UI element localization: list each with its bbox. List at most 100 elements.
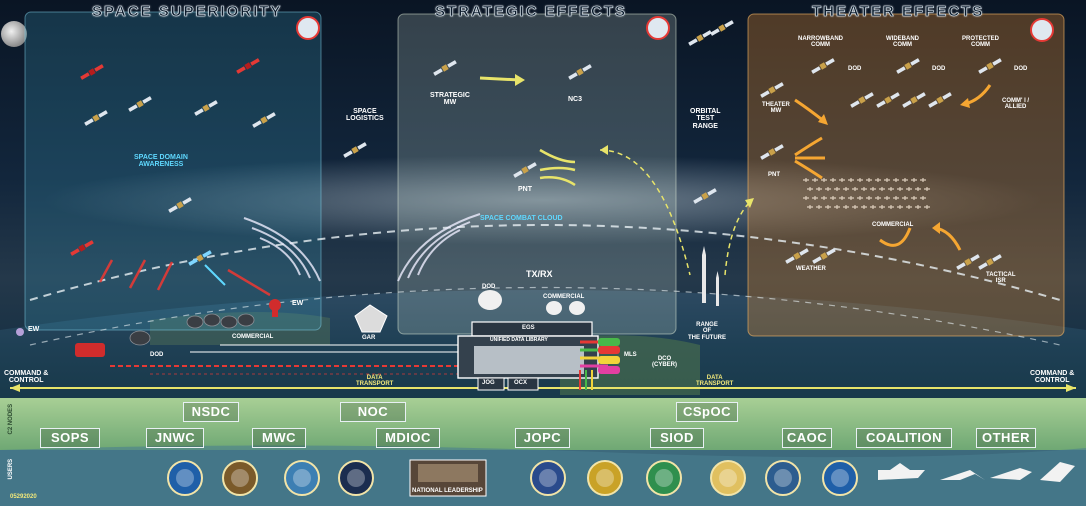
c2-node-other: OTHER bbox=[976, 428, 1036, 448]
commercial-satellite-icon bbox=[812, 196, 818, 200]
commercial-satellite-icon bbox=[830, 196, 836, 200]
commercial-satellite-icon bbox=[803, 178, 809, 182]
panel-title-strategic-effects: STRATEGIC EFFECTS bbox=[435, 3, 628, 21]
satellite-icon bbox=[568, 64, 592, 80]
commercial-satellite-icon bbox=[830, 178, 836, 182]
moon-icon bbox=[1, 21, 27, 47]
label-egs: EGS bbox=[522, 325, 535, 331]
commercial-satellite-icon bbox=[852, 205, 858, 209]
commercial-satellite-icon bbox=[920, 178, 926, 182]
satellite-icon bbox=[956, 254, 980, 270]
red-satellite-icon bbox=[70, 240, 94, 256]
tank-icon bbox=[1040, 462, 1075, 482]
label-dod-3: DOD bbox=[1014, 66, 1028, 72]
commercial-satellite-icon bbox=[884, 196, 890, 200]
commercial-satellite-icon bbox=[893, 196, 899, 200]
commercial-satellite-icon bbox=[888, 205, 894, 209]
satellite-icon bbox=[811, 58, 835, 74]
globe-emblem-icon bbox=[646, 16, 670, 40]
commercial-satellite-icon bbox=[825, 205, 831, 209]
c2-node-siod: SIOD bbox=[650, 428, 704, 448]
commercial-satellite-icon bbox=[924, 187, 930, 191]
satellite-icon bbox=[978, 254, 1002, 270]
theater-effects-panel bbox=[747, 13, 1065, 337]
satellite-icon bbox=[188, 250, 212, 266]
globe-emblem-icon bbox=[1030, 18, 1054, 42]
commercial-satellite-icon bbox=[879, 205, 885, 209]
commercial-satellite-icon bbox=[906, 187, 912, 191]
label-txrx: TX/RX bbox=[526, 269, 553, 279]
seal-center bbox=[719, 469, 737, 487]
commercial-satellite-icon bbox=[825, 187, 831, 191]
gar-dome-icon bbox=[354, 304, 388, 333]
seal-center bbox=[231, 469, 249, 487]
label-ew-right: EW bbox=[292, 300, 304, 307]
commercial-satellite-icon bbox=[821, 178, 827, 182]
commercial-satellite-icon bbox=[848, 178, 854, 182]
satellite-icon bbox=[343, 142, 367, 158]
commercial-satellite-icon bbox=[857, 196, 863, 200]
label-c2-nodes: C2 NODES bbox=[8, 403, 15, 435]
commercial-satellite-icon bbox=[897, 187, 903, 191]
commercial-satellite-icon bbox=[803, 196, 809, 200]
label-mls: MLS bbox=[624, 352, 637, 358]
seal-icon bbox=[822, 460, 858, 496]
satellite-icon bbox=[928, 92, 952, 108]
commercial-satellite-icon bbox=[839, 196, 845, 200]
commercial-constellation bbox=[803, 178, 930, 209]
commercial-satellite-icon bbox=[848, 196, 854, 200]
seal-icon bbox=[530, 460, 566, 496]
satellite-icon bbox=[710, 20, 734, 36]
label-dod-2: DOD bbox=[932, 66, 946, 72]
red-jammer-icon bbox=[75, 299, 281, 357]
c2-node-mwc: MWC bbox=[252, 428, 306, 448]
commercial-satellite-icon bbox=[893, 178, 899, 182]
label-pnt-theater: PNT bbox=[768, 172, 780, 178]
commercial-satellite-icon bbox=[843, 205, 849, 209]
commercial-satellite-icon bbox=[920, 196, 926, 200]
satellite-icon bbox=[812, 248, 836, 264]
satellite-icon bbox=[433, 60, 457, 76]
commercial-satellite-icon bbox=[884, 178, 890, 182]
commercial-satellite-icon bbox=[843, 187, 849, 191]
seal-center bbox=[347, 469, 365, 487]
globe-emblem-icon bbox=[296, 16, 320, 40]
satellite-icon bbox=[128, 96, 152, 112]
label-pnt-strategic: PNT bbox=[518, 186, 532, 193]
satellite-icon bbox=[978, 58, 1002, 74]
seal-icon bbox=[710, 460, 746, 496]
commercial-satellite-icon bbox=[911, 196, 917, 200]
label-date-code: 05292020 bbox=[10, 494, 37, 500]
commercial-satellite-icon bbox=[902, 196, 908, 200]
label-commercial-theater: COMMERCIAL bbox=[872, 222, 914, 228]
label-national-leadership: NATIONAL LEADERSHIP bbox=[412, 488, 483, 494]
commercial-satellite-icon bbox=[861, 205, 867, 209]
label-users: USERS bbox=[8, 458, 15, 480]
dish-icon bbox=[546, 301, 562, 315]
satellite-icon bbox=[84, 110, 108, 126]
commercial-satellite-icon bbox=[839, 178, 845, 182]
seal-icon bbox=[338, 460, 374, 496]
satellite-icon bbox=[760, 82, 784, 98]
satellite-icon bbox=[850, 92, 874, 108]
commercial-satellite-icon bbox=[875, 196, 881, 200]
c2-band bbox=[0, 398, 1086, 450]
user-platforms bbox=[878, 462, 1075, 482]
commercial-satellite-icon bbox=[879, 187, 885, 191]
commercial-satellite-icon bbox=[915, 205, 921, 209]
label-dod-1: DOD bbox=[848, 66, 862, 72]
panel-title-theater-effects: THEATER EFFECTS bbox=[812, 3, 985, 21]
commercial-satellite-icon bbox=[857, 178, 863, 182]
commercial-satellite-icon bbox=[875, 178, 881, 182]
cloud-layer bbox=[43, 155, 1043, 245]
seal-center bbox=[176, 469, 194, 487]
